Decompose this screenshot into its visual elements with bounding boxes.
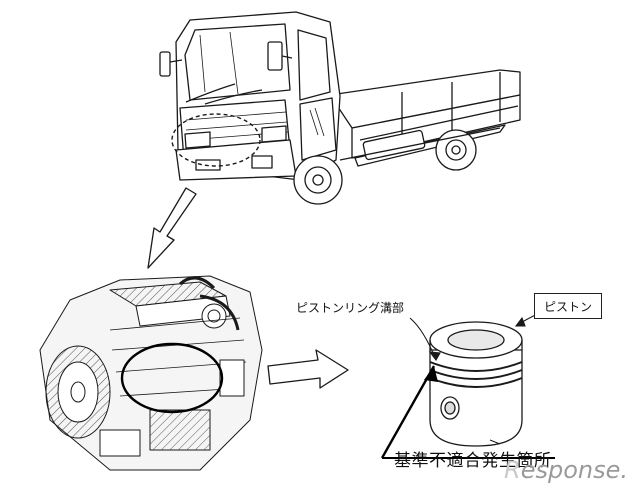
label-piston: ピストン: [543, 300, 592, 314]
watermark-text: esponse.: [520, 456, 628, 484]
arrow-truck-to-engine: [147, 187, 197, 269]
piston-callout-box: ピストン: [534, 293, 602, 319]
watermark-prefix: R: [504, 456, 521, 484]
label-piston-ring-groove: ピストンリング溝部: [296, 301, 405, 315]
defect-pointer: [380, 365, 555, 459]
piston-location-marker: [120, 342, 224, 414]
piston-illustration: [429, 321, 523, 447]
truck-illustration: [159, 11, 521, 205]
engine-location-marker: [171, 113, 261, 167]
watermark-logo: Response.: [504, 456, 628, 484]
arrow-engine-to-piston: [267, 349, 349, 389]
label-nonconforming-location: 基準不適合発生箇所: [394, 451, 552, 471]
engine-illustration: [39, 275, 263, 471]
